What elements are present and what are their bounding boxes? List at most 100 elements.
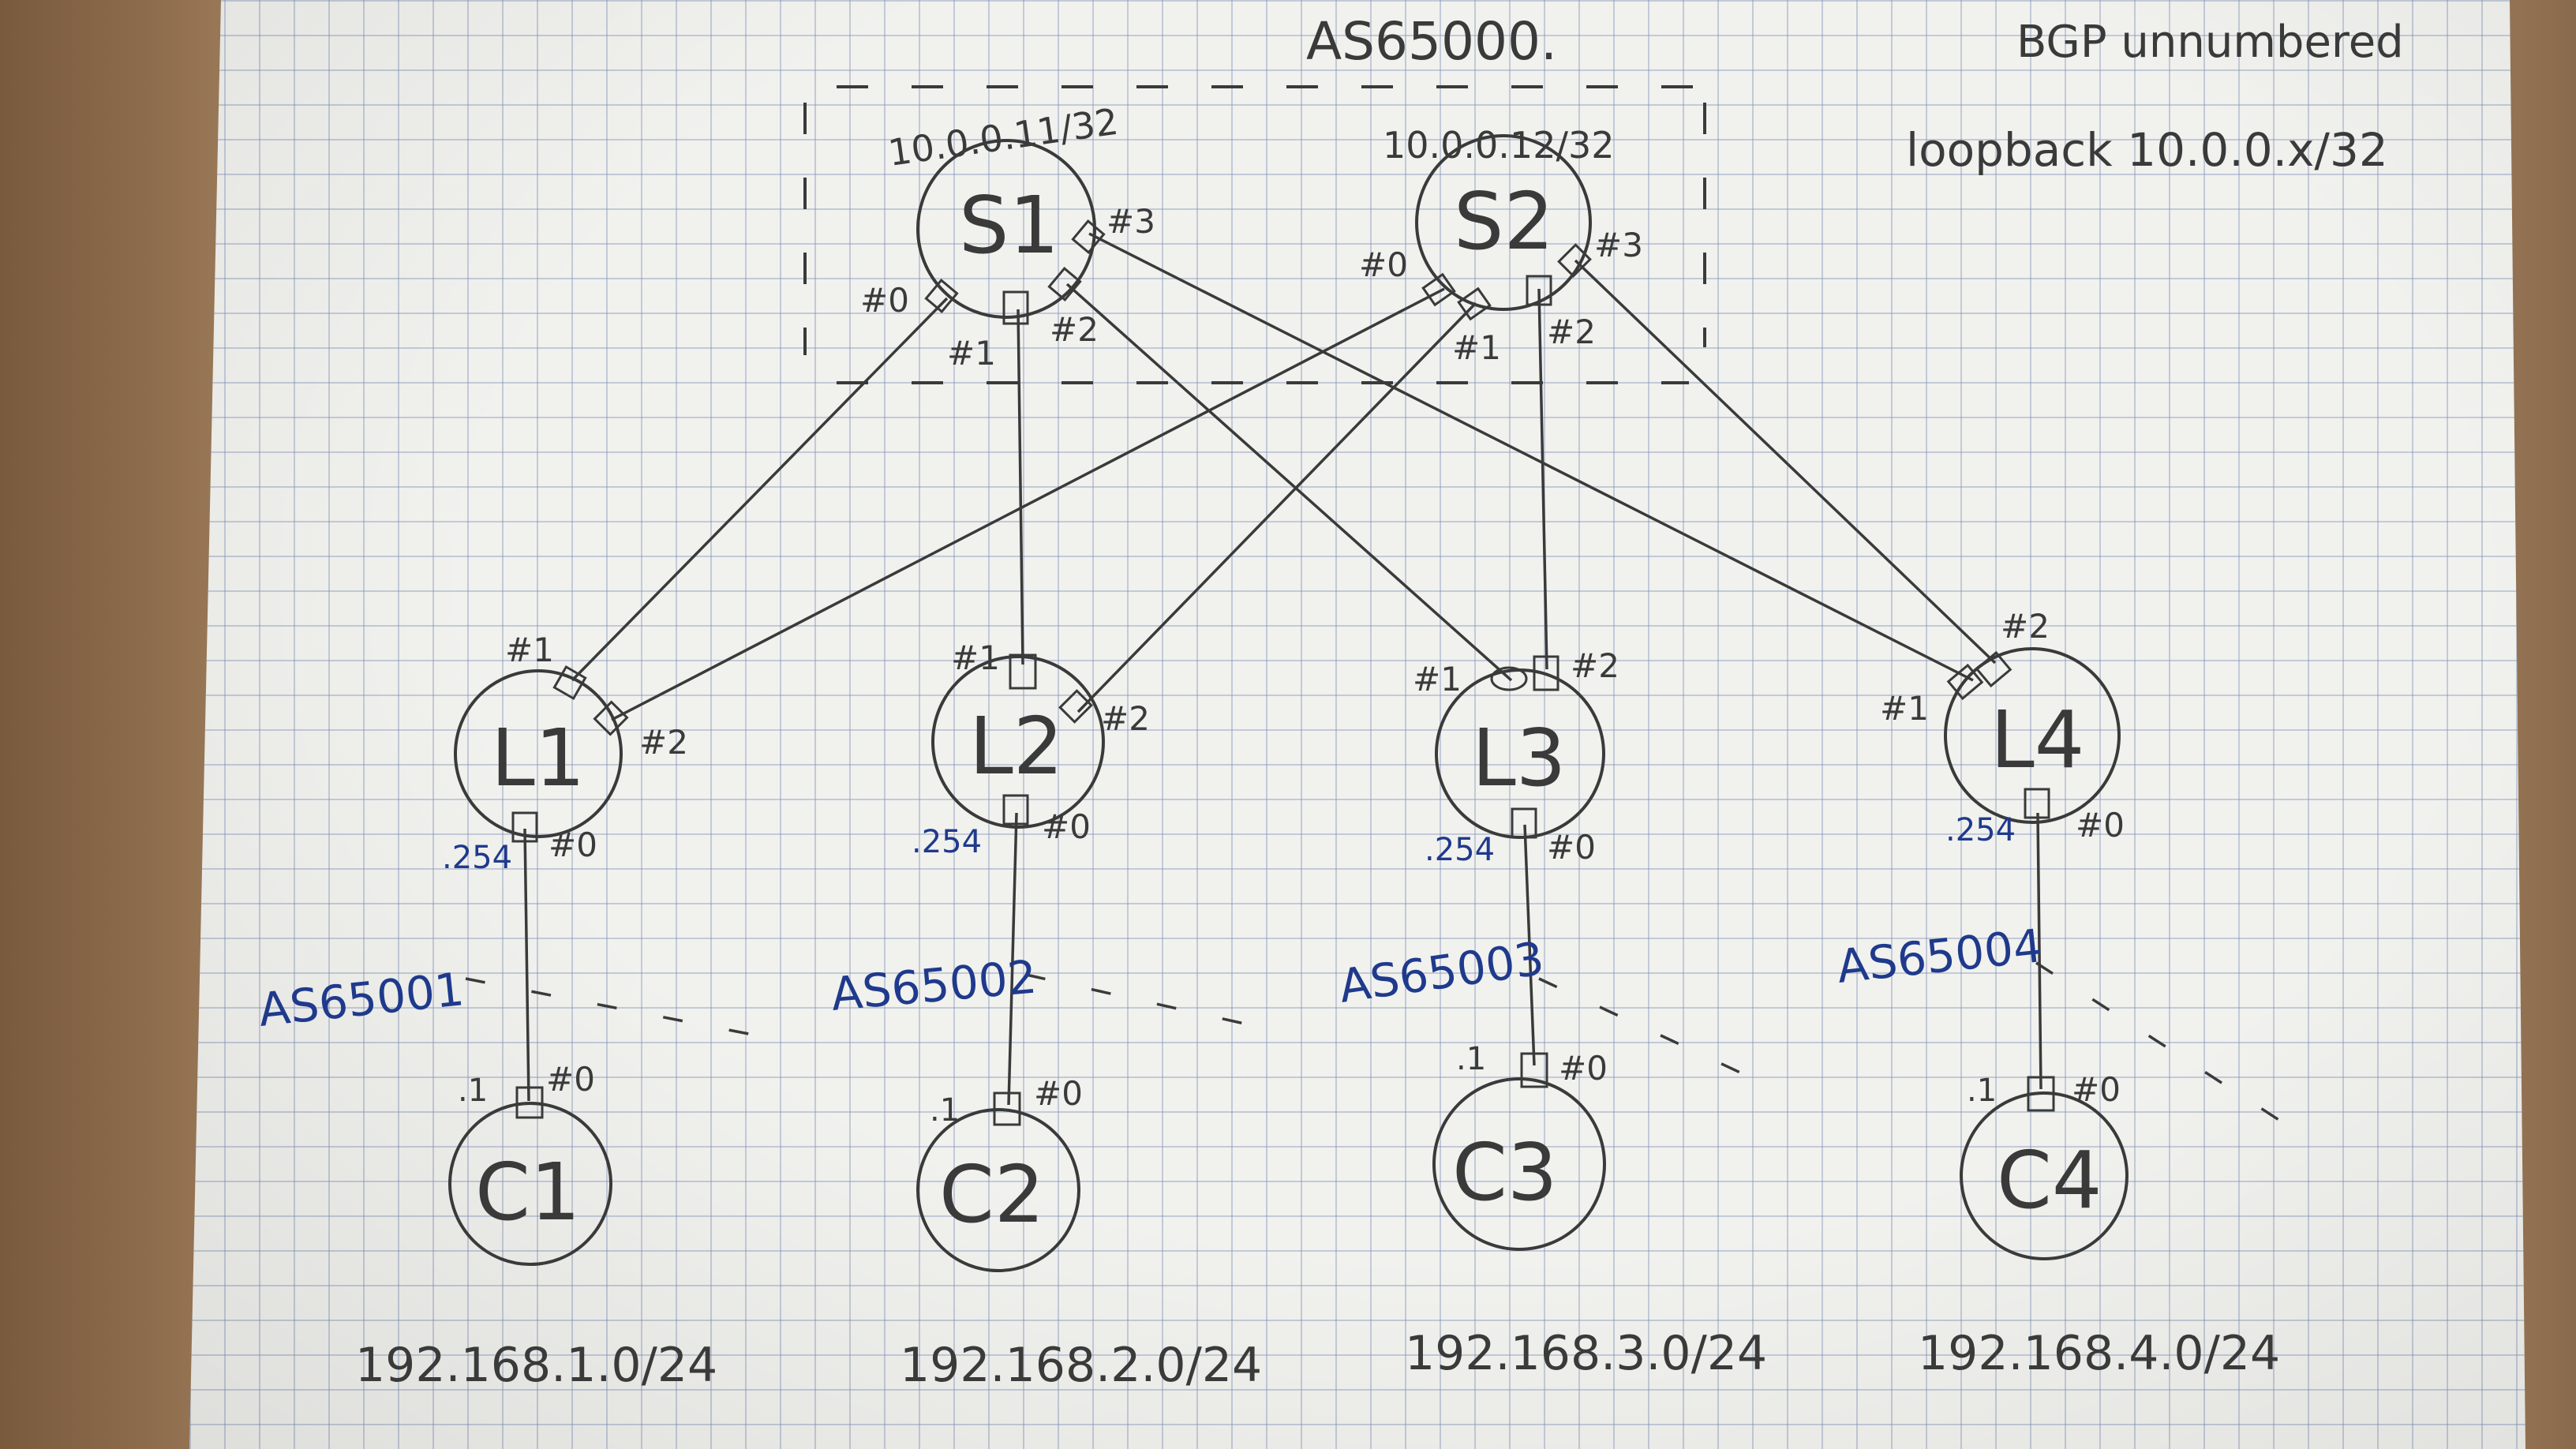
leaf-client-links [523, 812, 2042, 1106]
port-l1-2 [593, 700, 629, 736]
client-c3-label: C3 [1452, 1126, 1557, 1219]
link-s2-l1 [611, 287, 1445, 721]
leaf-l1-circle [454, 669, 623, 838]
port-l1-0 [511, 811, 538, 843]
port-l4-1 [1946, 663, 1984, 701]
port-s2-1 [1457, 286, 1492, 321]
l4-port1-label: #1 [1880, 689, 1929, 728]
link-s1-l3 [1065, 283, 1513, 682]
leaf-l4-label: L4 [1990, 694, 2084, 786]
s2-port3-label: #3 [1594, 226, 1643, 264]
s2-port1-label: #1 [1452, 328, 1501, 367]
port-s1-0 [924, 279, 959, 313]
s1-port0-label: #0 [860, 281, 909, 320]
leaf-l4: L4 #1 #2 #0 .254 AS65004 [1834, 607, 2125, 994]
leaf-l3: L3 #1 #2 #0 .254 AS65003 [1335, 646, 1619, 1013]
link-l4-c4 [2036, 812, 2042, 1090]
leaf-l2: L2 #1 #2 #0 .254 AS65002 [829, 638, 1150, 1021]
s1-port1-label: #1 [947, 334, 996, 373]
leaf-l2-circle [931, 655, 1105, 829]
leaf-l2-label: L2 [969, 700, 1063, 792]
c2-ip-label: .1 [930, 1092, 960, 1129]
l3-asn-label: AS65003 [1335, 931, 1547, 1013]
link-l1-c1 [523, 828, 530, 1102]
port-s1-3 [1071, 219, 1106, 254]
c1-ip-label: .1 [458, 1073, 488, 1109]
port-l2-0 [1002, 794, 1029, 826]
s2-port0-label: #0 [1359, 245, 1408, 284]
link-s1-l4 [1088, 232, 1974, 682]
port-s1-1 [1002, 290, 1029, 325]
spine-s1: S1 10.0.0.11/32 #0 #1 #2 #3 [860, 100, 1155, 373]
port-l1-1 [552, 665, 587, 701]
port-l3-0 [1511, 807, 1537, 839]
client-c1: C1 .1 #0 192.168.1.0/24 [355, 1060, 717, 1393]
link-s1-l2 [1017, 309, 1024, 665]
s2-port2-label: #2 [1547, 313, 1596, 351]
port-c1-0 [515, 1086, 544, 1119]
link-l2-c2 [1007, 812, 1018, 1106]
loopback-note: loopback 10.0.0.x/32 [1906, 123, 2388, 177]
l4-gateway-label: .254 [1945, 812, 2016, 848]
spine-s1-circle [916, 139, 1096, 319]
client-c1-circle [448, 1102, 612, 1266]
l4-port2-label: #2 [2001, 607, 2050, 646]
client-c4: C4 .1 #0 192.168.4.0/24 [1918, 1070, 2280, 1381]
port-l4-2 [1975, 650, 2012, 688]
link-s2-l4 [1574, 259, 1997, 665]
leaf-l1-label: L1 [491, 712, 585, 804]
l1-gateway-label: .254 [442, 840, 512, 876]
spine-s2-loopback: 10.0.0.12/32 [1383, 124, 1615, 167]
port-c2-0 [993, 1091, 1021, 1126]
client-c3: C3 .1 #0 192.168.3.0/24 [1405, 1041, 1767, 1381]
c3-ip-label: .1 [1456, 1041, 1486, 1077]
port-l2-1 [1009, 653, 1037, 690]
c4-ip-label: .1 [1967, 1073, 1997, 1109]
port-c4-0 [2027, 1076, 2055, 1112]
client-c4-label: C4 [1997, 1134, 2102, 1226]
l4-port0-label: #0 [2076, 806, 2125, 844]
client-c1-label: C1 [475, 1146, 580, 1238]
c1-port-label: #0 [546, 1060, 595, 1099]
c3-port-label: #0 [1559, 1049, 1608, 1088]
c1-subnet-label: 192.168.1.0/24 [355, 1338, 717, 1393]
l1-port1-label: #1 [505, 631, 554, 669]
port-l3-1 [1490, 666, 1528, 691]
leaf-l3-label: L3 [1472, 712, 1566, 804]
spine-s1-loopback: 10.0.0.11/32 [886, 100, 1121, 174]
l3-port2-label: #2 [1571, 646, 1619, 685]
leaf-l1: L1 #1 #2 #0 .254 AS65001 [256, 631, 688, 1037]
spine-s1-label: S1 [959, 179, 1059, 271]
client-c2: C2 .1 #0 192.168.2.0/24 [900, 1074, 1262, 1393]
bgp-unnumbered-note: BGP unnumbered [2016, 17, 2404, 68]
port-s2-2 [1526, 275, 1552, 306]
port-l2-2 [1058, 689, 1093, 724]
link-l3-c3 [1523, 824, 1536, 1066]
link-s2-l3 [1537, 288, 1548, 670]
leaf-l4-circle [1944, 647, 2121, 824]
client-c3-circle [1432, 1077, 1606, 1251]
spine-leaf-links [571, 232, 1997, 721]
l3-gateway-label: .254 [1425, 832, 1495, 868]
l2-port2-label: #2 [1101, 699, 1150, 738]
l2-port1-label: #1 [951, 638, 1000, 677]
port-s2-0 [1421, 272, 1456, 307]
link-s2-l2 [1076, 301, 1477, 713]
s1-port3-label: #3 [1106, 202, 1155, 241]
c4-port-label: #0 [2072, 1070, 2121, 1109]
l1-port0-label: #0 [549, 826, 597, 864]
port-s1-2 [1047, 267, 1082, 301]
c2-port-label: #0 [1034, 1074, 1083, 1113]
link-s1-l1 [571, 297, 949, 682]
c3-subnet-label: 192.168.3.0/24 [1405, 1326, 1767, 1381]
l3-port0-label: #0 [1547, 828, 1596, 867]
spine-s2-label: S2 [1454, 175, 1554, 268]
port-l3-2 [1533, 655, 1559, 691]
port-l4-0 [2024, 788, 2050, 819]
client-c2-label: C2 [939, 1148, 1044, 1241]
c2-subnet-label: 192.168.2.0/24 [900, 1338, 1262, 1393]
l2-port0-label: #0 [1042, 807, 1091, 846]
client-c2-circle [916, 1108, 1080, 1272]
l2-gateway-label: .254 [912, 824, 982, 860]
